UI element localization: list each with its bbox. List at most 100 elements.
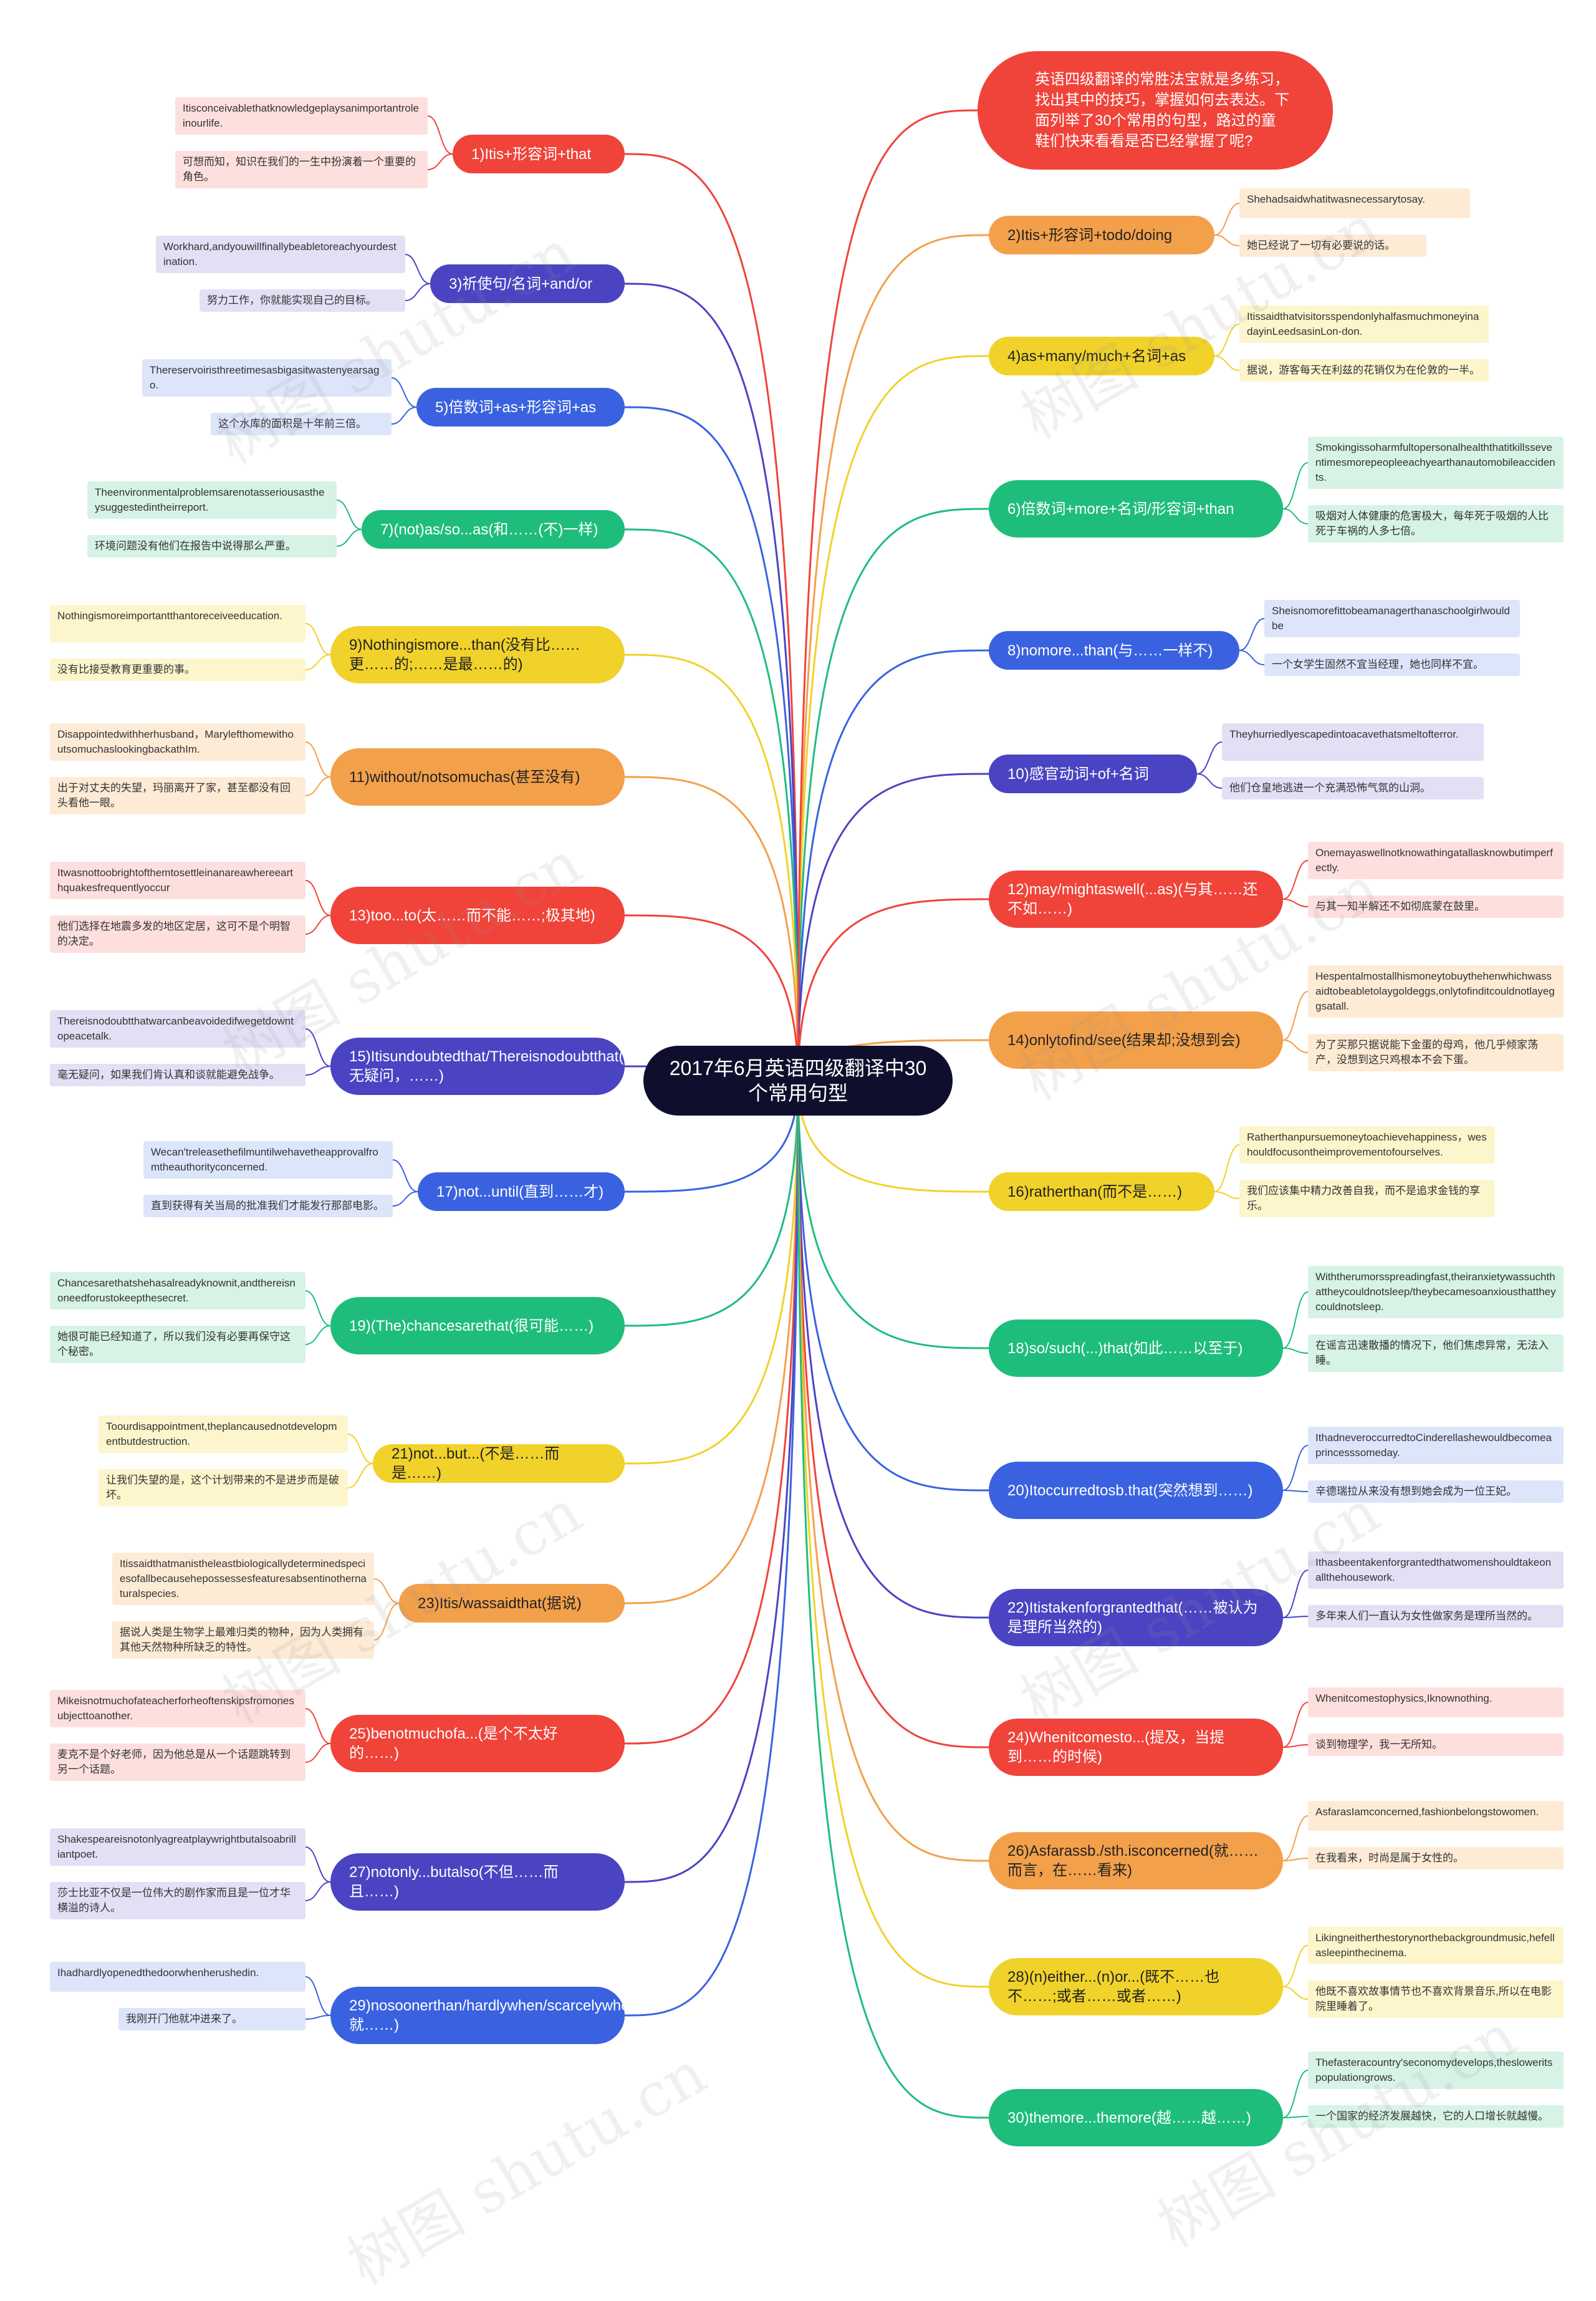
branch-connector	[624, 1080, 799, 1883]
leaf-connector	[1282, 462, 1309, 509]
leaf-english-sentence: Ithasbeentakenforgrantedthatwomenshouldt…	[1308, 1551, 1564, 1589]
leaf-connector	[305, 1028, 331, 1067]
leaf-english-sentence: Theyhurriedlyescapedintoacavethatsmeltof…	[1222, 723, 1484, 761]
leaf-chinese-translation: 谈到物理学，我一无所知。	[1308, 1734, 1564, 1756]
leaf-connector	[1214, 1191, 1240, 1199]
branch-node[interactable]: 5)倍数词+as+形容词+as	[416, 388, 625, 427]
branch-connector	[797, 1080, 989, 1749]
leaf-connector	[305, 1066, 331, 1076]
leaf-connector	[347, 1434, 373, 1464]
branch-node[interactable]: 26)Asfarassb./sth.isconcerned(就……而言，在……看…	[989, 1832, 1283, 1889]
branch-connector	[797, 1080, 989, 1988]
leaf-english-sentence: Likingneitherthestorynorthebackgroundmus…	[1308, 1927, 1564, 1964]
leaf-chinese-translation: 毫无疑问，如果我们肯认真和谈就能避免战争。	[50, 1064, 305, 1086]
branch-node[interactable]: 21)not...but...(不是……而是……)	[373, 1444, 625, 1483]
leaf-chinese-translation: 让我们失望的是，这个计划带来的不是进步而是破坏。	[99, 1469, 348, 1507]
leaf-chinese-translation: 她已经说了一切有必要说的话。	[1239, 234, 1426, 257]
branch-node[interactable]: 19)(The)chancesarethat(很可能……)	[330, 1297, 625, 1354]
branch-node[interactable]: 17)not...until(直到……才)	[418, 1172, 625, 1211]
leaf-english-sentence: Theenvironmentalproblemsarenotasseriousa…	[87, 481, 337, 519]
leaf-english-sentence: Itissaidthatvisitorsspendonlyhalfasmuchm…	[1239, 306, 1489, 343]
leaf-chinese-translation: 吸烟对人体健康的危害极大，每年死于吸烟的人比死于车祸的人多七倍。	[1308, 505, 1564, 543]
branch-node[interactable]: 29)nosoonerthan/hardlywhen/scarcelywhen(…	[330, 1987, 625, 2044]
leaf-chinese-translation: 努力工作，你就能实现自己的目标。	[200, 289, 405, 312]
leaf-connector	[405, 283, 431, 301]
branch-node[interactable]: 9)Nothingismore...than(没有比……更……的;……是最……的…	[330, 626, 625, 683]
branch-connector	[797, 1080, 989, 1193]
leaf-connector	[1282, 860, 1309, 900]
branch-node[interactable]: 4)as+many/much+名词+as	[989, 337, 1214, 375]
branch-node[interactable]: 28)(n)either...(n)or...(既不……也不……;或者……或者……	[989, 1958, 1283, 2015]
branch-node[interactable]: 24)Whenitcomesto...(提及，当提到……的时候)	[989, 1719, 1283, 1776]
branch-node[interactable]: 6)倍数词+more+名词/形容词+than	[989, 480, 1283, 538]
branch-node[interactable]: 10)感官动词+of+名词	[989, 755, 1197, 793]
branch-connector	[624, 406, 799, 1081]
leaf-connector	[1282, 1291, 1309, 1349]
leaf-connector	[405, 254, 431, 284]
leaf-connector	[427, 115, 453, 155]
leaf-connector	[373, 1603, 400, 1641]
branch-node[interactable]: 15)Itisundoubtedthat/Thereisnodoubtthat(…	[330, 1038, 625, 1095]
leaf-connector	[305, 1743, 331, 1763]
branch-node[interactable]: 8)nomore...than(与……一样不)	[989, 631, 1239, 670]
branch-node[interactable]: 14)onlytofind/see(结果却;没想到会)	[989, 1011, 1283, 1069]
leaf-english-sentence: Toourdisappointment,theplancausednotdeve…	[99, 1416, 348, 1453]
leaf-connector	[1214, 1144, 1240, 1192]
leaf-connector	[1282, 1945, 1309, 1987]
intro-node[interactable]: 英语四级翻译的常胜法宝就是多练习，找出其中的技巧，掌握如何去表达。下面列举了30…	[978, 51, 1333, 170]
leaf-english-sentence: IthadneveroccurredtoCinderellashewouldbe…	[1308, 1427, 1564, 1464]
branch-connector	[797, 1080, 989, 1349]
leaf-connector	[1214, 355, 1240, 371]
leaf-connector	[1282, 1348, 1309, 1354]
central-topic[interactable]: 2017年6月英语四级翻译中30个常用句型	[643, 1046, 953, 1116]
leaf-connector	[347, 1463, 373, 1488]
leaf-english-sentence: Withtherumorsspreadingfast,theiranxietyw…	[1308, 1266, 1564, 1318]
branch-connector	[624, 282, 799, 1081]
leaf-english-sentence: Onemayaswellnotknowathingatallasknowbuti…	[1308, 842, 1564, 879]
leaf-chinese-translation: 与其一知半解还不如彻底蒙在鼓里。	[1308, 895, 1564, 918]
leaf-connector	[305, 2015, 331, 2020]
branch-node[interactable]: 11)without/notsomuchas(甚至没有)	[330, 748, 625, 806]
branch-node[interactable]: 3)祈使句/名词+and/or	[430, 264, 625, 303]
branch-connector	[624, 528, 799, 1081]
leaf-chinese-translation: 我们应该集中精力改善自我，而不是追求金钱的享乐。	[1239, 1180, 1495, 1217]
leaf-english-sentence: Chancesarethatshehasalreadyknownit,andth…	[50, 1272, 305, 1310]
branch-node[interactable]: 16)ratherthan(而不是……)	[989, 1172, 1214, 1211]
leaf-english-sentence: Disappointedwithherhusband，Marylefthomew…	[50, 723, 305, 761]
leaf-chinese-translation: 据说，游客每天在利兹的花销仅为在伦敦的一半。	[1239, 359, 1489, 382]
leaf-connector	[336, 529, 362, 547]
branch-connector	[624, 1080, 799, 1745]
leaf-english-sentence: Itissaidthatmanistheleastbiologicallydet…	[112, 1553, 374, 1605]
leaf-chinese-translation: 辛德瑞拉从来没有想到她会成为一位王妃。	[1308, 1480, 1564, 1503]
leaf-connector	[1282, 1702, 1309, 1748]
branch-node[interactable]: 7)(not)as/so...as(和……(不)一样)	[362, 510, 625, 549]
branch-connector	[797, 1080, 989, 2119]
leaf-connector	[1282, 2070, 1309, 2118]
leaf-connector	[305, 741, 331, 778]
branch-connector	[797, 773, 989, 1081]
branch-node[interactable]: 30)themore...themore(越……越……)	[989, 2089, 1283, 2146]
branch-node[interactable]: 1)Itis+形容词+that	[453, 135, 625, 173]
branch-node[interactable]: 23)Itis/wassaidthat(据说)	[399, 1584, 625, 1623]
branch-node[interactable]: 27)notonly...butalso(不但……而且……)	[330, 1853, 625, 1911]
leaf-chinese-translation: 出于对丈夫的失望，玛丽离开了家，甚至都没有回头看他一眼。	[50, 777, 305, 814]
branch-node[interactable]: 20)Itoccurredtosb.that(突然想到……)	[989, 1462, 1283, 1519]
leaf-connector	[336, 499, 362, 530]
branch-node[interactable]: 2)Itis+形容词+todo/doing	[989, 216, 1214, 254]
branch-node[interactable]: 13)too...to(太……而不能……;极其地)	[330, 887, 625, 944]
leaf-english-sentence: Sheisnomorefittobeamanagerthanaschoolgir…	[1264, 600, 1520, 637]
leaf-english-sentence: Thereisnodoubtthatwarcanbeavoidedifweget…	[50, 1010, 305, 1048]
leaf-connector	[305, 1976, 331, 2016]
leaf-connector	[1196, 741, 1223, 774]
leaf-english-sentence: Ihadhardlyopenedthedoorwhenherushedin.	[50, 1962, 305, 1992]
leaf-english-sentence: Smokingissoharmfultopersonalhealththatit…	[1308, 437, 1564, 489]
leaf-english-sentence: Itwasnottoobrightofthemtosettleinanareaw…	[50, 862, 305, 899]
leaf-chinese-translation: 她很可能已经知道了，所以我们没有必要再保守这个秘密。	[50, 1326, 305, 1363]
branch-node[interactable]: 18)so/such(...)that(如此……以至于)	[989, 1319, 1283, 1377]
connector-lines	[305, 109, 1309, 2119]
branch-node[interactable]: 12)may/mightaswell(...as)(与其……还不如……)	[989, 871, 1283, 928]
leaf-chinese-translation: 一个国家的经济发展越快，它的人口增长就越慢。	[1308, 2105, 1564, 2128]
leaf-english-sentence: Ratherthanpursuemoneytoachievehappiness，…	[1239, 1126, 1495, 1164]
branch-node[interactable]: 22)Itistakenforgrantedthat(……被认为是理所当然的)	[989, 1589, 1283, 1646]
branch-node[interactable]: 25)benotmuchofa...(是个不太好的……)	[330, 1715, 625, 1772]
